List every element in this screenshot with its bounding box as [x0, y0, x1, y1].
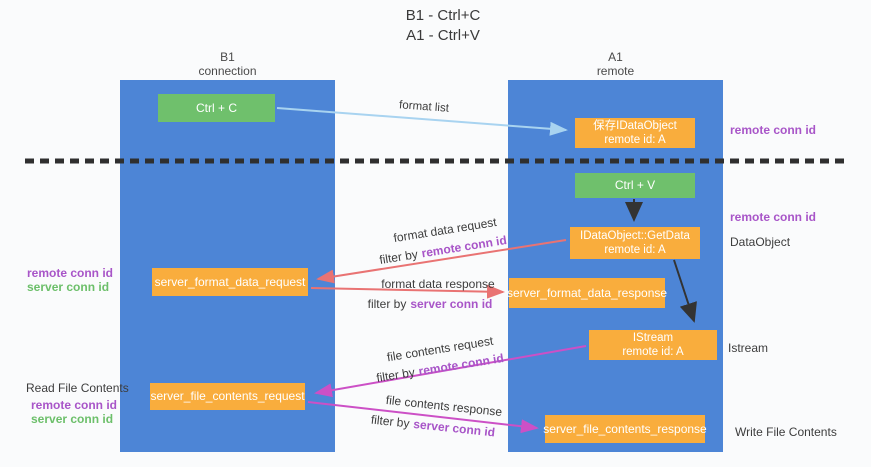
filter-by-text: filter by	[378, 247, 419, 267]
column-b1-role: connection	[198, 64, 257, 79]
filter-by-text: filter by	[370, 412, 411, 431]
format-list-label: format list	[398, 99, 450, 115]
save-idataobject-line1: 保存IDataObject	[593, 119, 677, 132]
save-idataobject-box: 保存IDataObject remote id: A	[575, 118, 695, 148]
dataobject-label: DataObject	[730, 235, 791, 249]
format-data-response-label: format data response	[381, 277, 495, 291]
remote-conn-id-left-1: remote conn id	[27, 266, 114, 280]
server-file-contents-response-label: server_file_contents_response	[543, 421, 707, 436]
server-conn-id-left-2: server conn id	[31, 412, 114, 426]
server-file-contents-response-box: server_file_contents_response	[543, 415, 707, 443]
getdata-box: IDataObject::GetData remote id: A	[570, 227, 700, 259]
server-format-data-response-box: server_format_data_response	[506, 278, 668, 308]
filter-by-text: filter by	[367, 297, 407, 311]
column-header-a1: A1 remote	[508, 50, 723, 78]
ctrl-c-label: Ctrl + C	[195, 100, 237, 115]
server-format-data-request-box: server_format_data_request	[152, 268, 308, 296]
server-conn-id-left-1: server conn id	[27, 280, 110, 294]
istream-line1: IStream	[632, 331, 674, 344]
server-file-contents-request-box: server_file_contents_request	[150, 383, 305, 410]
istream-side-label: Istream	[728, 341, 769, 355]
getdata-line2: remote id: A	[604, 244, 666, 256]
istream-box: IStream remote id: A	[589, 330, 717, 360]
write-file-contents-label: Write File Contents	[735, 425, 837, 439]
diagram-title-line-1: B1 - Ctrl+C	[405, 7, 481, 24]
remote-conn-id-right-1: remote conn id	[730, 123, 817, 137]
istream-line2: remote id: A	[622, 346, 684, 358]
getdata-line1: IDataObject::GetData	[580, 229, 690, 242]
column-b1-name: B1	[220, 50, 235, 64]
column-header-b1: B1 connection	[120, 50, 335, 78]
ctrl-v-box: Ctrl + V	[575, 173, 695, 198]
server-conn-id-value: server conn id	[412, 416, 496, 440]
filter-by-text: filter by	[375, 365, 416, 385]
server-format-data-request-label: server_format_data_request	[154, 274, 306, 289]
ctrl-v-label: Ctrl + V	[614, 178, 656, 192]
read-file-contents-label: Read File Contents	[26, 381, 129, 395]
remote-conn-id-left-2: remote conn id	[31, 398, 118, 412]
ctrl-c-box: Ctrl + C	[158, 94, 275, 122]
diagram-title-line-2: A1 - Ctrl+V	[406, 27, 480, 44]
column-a1-name: A1	[608, 50, 623, 64]
column-a1-role: remote	[596, 64, 635, 79]
save-idataobject-line2: remote id: A	[604, 134, 666, 146]
remote-conn-id-right-2: remote conn id	[730, 210, 817, 224]
server-format-data-response-label: server_format_data_response	[506, 285, 668, 300]
server-file-contents-request-label: server_file_contents_request	[150, 389, 305, 403]
server-conn-id-value: server conn id	[410, 297, 493, 311]
